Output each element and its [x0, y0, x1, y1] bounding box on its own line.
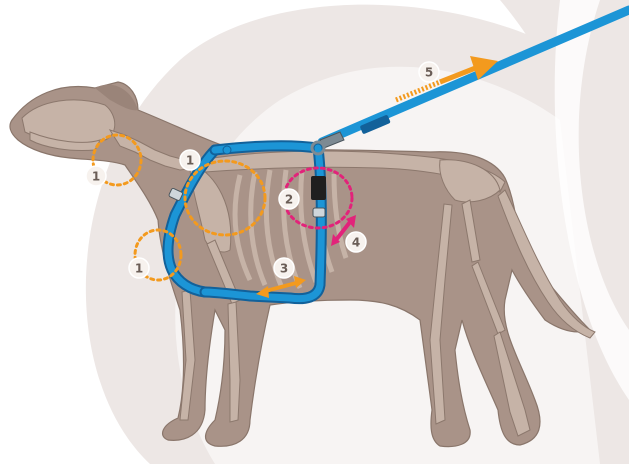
marker-shoulder: 1: [180, 150, 200, 170]
marker-chest-label: 1: [135, 262, 143, 276]
marker-back-label: 4: [352, 236, 360, 250]
marker-chest: 1: [129, 258, 149, 278]
harness-top-ring: [223, 146, 231, 154]
marker-shoulder-label: 1: [186, 154, 194, 168]
marker-leash-pull-label: 5: [425, 66, 433, 80]
marker-ribcage: 2: [279, 189, 299, 209]
marker-ribcage-label: 2: [285, 193, 293, 207]
marker-belly: 3: [274, 258, 294, 278]
marker-neck: 1: [86, 166, 106, 186]
marker-neck-label: 1: [92, 170, 100, 184]
marker-back: 4: [346, 232, 366, 252]
harness-slider: [313, 208, 325, 217]
marker-leash-pull: 5: [419, 62, 439, 82]
harness-buckle: [311, 176, 326, 200]
marker-belly-label: 3: [280, 262, 288, 276]
